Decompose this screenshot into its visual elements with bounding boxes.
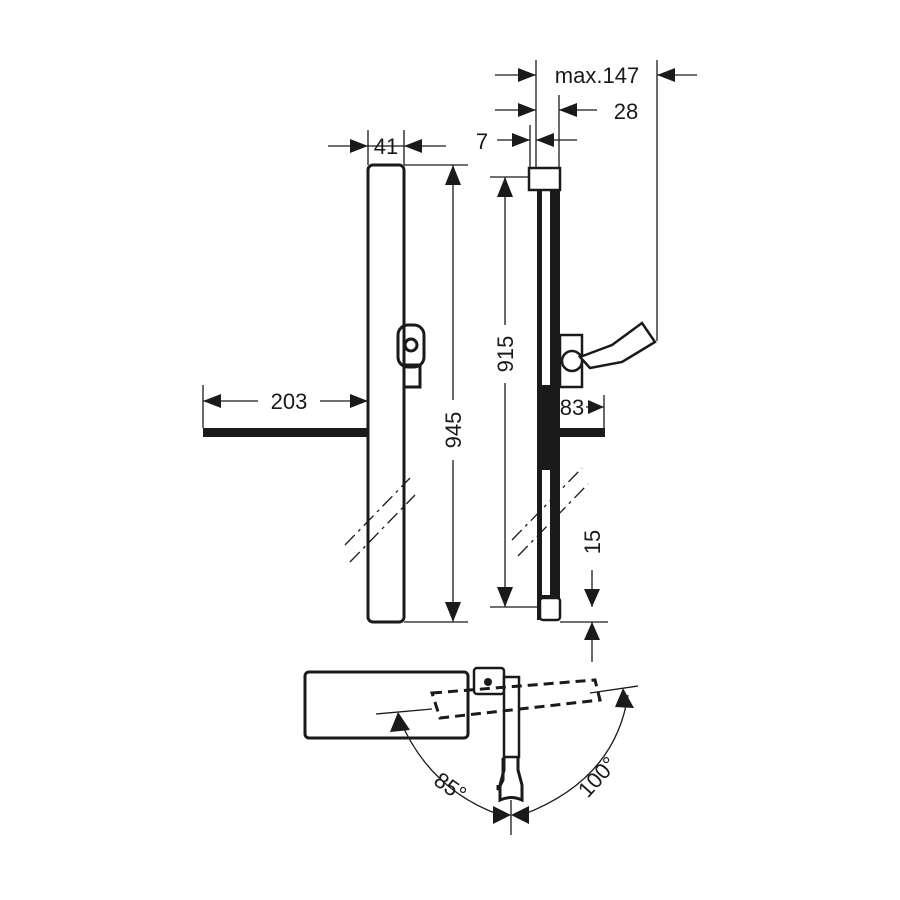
break-lines-side: [511, 467, 589, 557]
break-lines: [344, 477, 416, 563]
angle-label-100: 100°: [573, 752, 622, 803]
dim-label-7: 7: [476, 129, 488, 154]
dim-label-15: 15: [580, 530, 605, 554]
shelf-top: [303, 670, 470, 740]
rail-body: [366, 163, 406, 624]
dim-label-203: 203: [271, 389, 308, 414]
dim-label-41: 41: [374, 134, 398, 159]
dimension-7: 7: [476, 129, 577, 154]
dim-label-28: 28: [614, 99, 638, 124]
dimension-28: 28: [495, 99, 638, 124]
dim-label-83: 83: [560, 395, 584, 420]
dim-label-945: 945: [441, 412, 466, 449]
shower-holder: [396, 323, 426, 389]
side-view: max.147 28 7 915: [476, 60, 697, 662]
shower-holder-side: [558, 321, 657, 389]
dim-label-915: 915: [493, 336, 518, 373]
dimension-203: 203: [202, 385, 369, 428]
swivel-shelf-outline: [429, 678, 602, 720]
shelf: [203, 428, 368, 437]
dim-label-max147: max.147: [555, 63, 639, 88]
dimension-945: 945: [404, 164, 468, 623]
front-view: 41 203 945: [202, 130, 468, 624]
dimension-41: 41: [328, 130, 446, 165]
dimension-83: 83: [547, 395, 605, 428]
dimension-915: 915: [490, 176, 540, 608]
dimension-15: 15: [560, 530, 608, 662]
shelf-side: [537, 428, 605, 437]
dimension-max147: max.147: [495, 63, 697, 88]
top-view: 85° 100°: [303, 666, 639, 835]
angle-label-85: 85°: [430, 767, 472, 807]
